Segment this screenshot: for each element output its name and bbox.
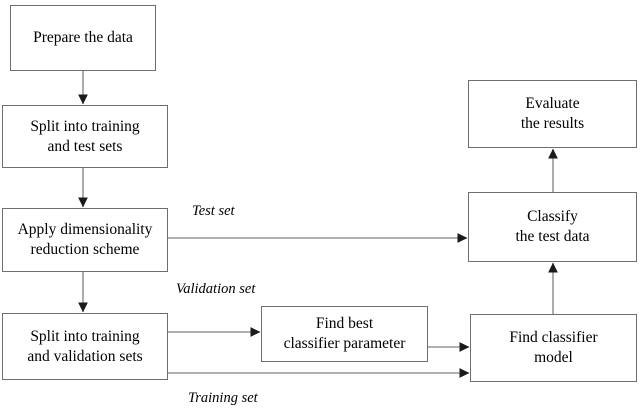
node-split-train-test[interactable]: Split into training and test sets — [2, 105, 168, 168]
node-find-classifier-model-label: Find classifier model — [509, 329, 598, 366]
node-apply-dimensionality-reduction[interactable]: Apply dimensionality reduction scheme — [2, 208, 168, 272]
node-find-best-parameter[interactable]: Find best classifier parameter — [261, 306, 428, 362]
node-classify-test-data[interactable]: Classify the test data — [468, 192, 637, 262]
node-apply-dimensionality-reduction-label: Apply dimensionality reduction scheme — [17, 221, 153, 258]
node-split-train-validation-label: Split into training and validation sets — [27, 327, 143, 365]
node-find-best-parameter-label: Find best classifier parameter — [283, 315, 406, 352]
edge-label-test-set: Test set — [192, 203, 235, 219]
node-evaluate-results-label: Evaluate the results — [520, 95, 585, 132]
node-split-train-test-label: Split into training and test sets — [30, 117, 140, 155]
node-find-classifier-model[interactable]: Find classifier model — [470, 314, 637, 382]
node-prepare-data[interactable]: Prepare the data — [10, 5, 156, 71]
edge-label-training-set: Training set — [188, 390, 258, 406]
edge-label-validation-set: Validation set — [176, 281, 256, 297]
node-split-train-validation[interactable]: Split into training and validation sets — [2, 313, 168, 380]
node-prepare-data-label: Prepare the data — [33, 29, 133, 47]
node-classify-test-data-label: Classify the test data — [515, 208, 590, 245]
node-evaluate-results[interactable]: Evaluate the results — [468, 80, 637, 148]
